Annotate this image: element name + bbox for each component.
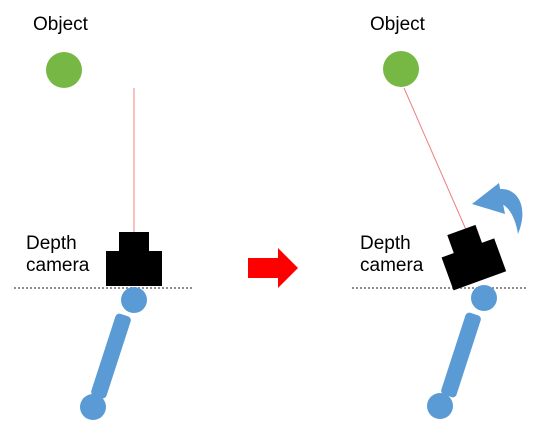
left-depth-camera [106,232,162,286]
right-top-joint [471,285,497,311]
left-camera-label-line2: camera [26,255,90,277]
left-camera-label-line1: Depth [26,233,77,254]
rotation-arrow-icon [472,183,523,234]
left-camera-body [106,251,162,286]
right-object-circle [383,51,419,87]
right-panel [352,51,528,419]
right-robot-arm [427,285,497,419]
left-object-circle [46,52,82,88]
left-camera-lens [119,232,149,252]
right-camera-label-line1: Depth [360,233,411,254]
left-camera-label: Depth camera [26,233,89,278]
right-sight-line [403,87,468,233]
left-base-joint [80,394,106,420]
right-depth-camera [441,224,507,291]
left-top-joint [121,287,147,313]
right-camera-label: Depth camera [360,233,423,278]
right-camera-body [441,238,507,291]
right-camera-label-line2: camera [360,255,424,277]
left-object-label: Object [33,14,88,35]
left-robot-arm [80,287,147,420]
rotation-arrow-head [472,183,505,214]
right-arm-segment [441,312,481,398]
transition-arrow [248,248,298,288]
left-arm-segment [91,313,131,399]
right-object-label: Object [370,14,425,35]
left-panel [14,52,192,420]
right-base-joint [427,393,453,419]
